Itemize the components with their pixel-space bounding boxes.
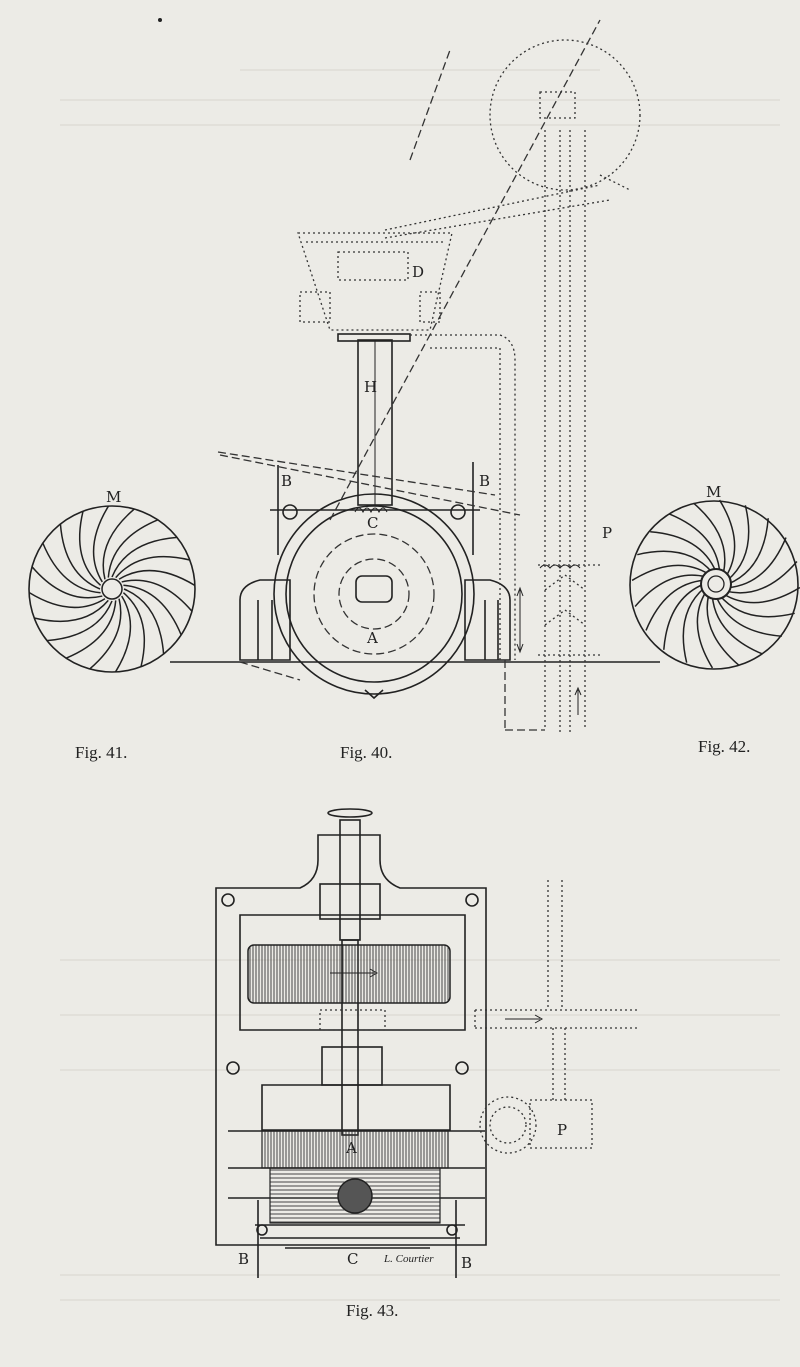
fan-blade	[706, 593, 740, 666]
fan-blade	[34, 599, 109, 623]
fan-blade	[31, 566, 103, 599]
fan-blade	[718, 499, 736, 578]
fan-blade	[727, 518, 769, 585]
fig41-wheel	[28, 505, 196, 673]
fan-blade	[111, 536, 178, 578]
fan-blade	[107, 519, 159, 578]
fan-blade	[650, 531, 717, 573]
fig40-label-h: H	[364, 378, 377, 396]
fan-blade	[711, 595, 763, 655]
fan-blade	[645, 579, 705, 631]
fig41-caption: Fig. 41.	[75, 743, 127, 762]
fig43-label-b-left: B	[238, 1250, 249, 1268]
fig43-label-b-right: B	[461, 1254, 472, 1272]
fig42-wheel	[629, 499, 800, 670]
fan-blade	[102, 508, 135, 580]
fan-blade	[78, 511, 102, 586]
fan-blade	[631, 564, 710, 582]
fig42-caption: Fig. 42.	[698, 737, 750, 756]
fan-blade	[682, 587, 706, 663]
fan-blade	[722, 586, 800, 604]
fan-blade	[692, 502, 726, 575]
fig42-elevator	[489, 39, 641, 735]
fig40-label-b-left: B	[281, 472, 292, 490]
fan-blade	[634, 574, 707, 608]
fig40-label-a: A	[366, 629, 378, 647]
fan-blade	[725, 560, 798, 594]
fan-blade	[46, 600, 113, 642]
fig43-label-a: A	[345, 1139, 357, 1157]
fan-blade	[663, 583, 705, 650]
bleed-through-text	[60, 69, 780, 1301]
fan-blade	[121, 579, 193, 612]
fan-blade	[726, 505, 750, 581]
fig41-label-m: M	[106, 488, 121, 506]
fan-blade	[696, 590, 714, 669]
fig43-drawing	[215, 808, 640, 1278]
fan-blade	[122, 592, 146, 667]
fan-blade	[727, 537, 787, 589]
fan-blade	[118, 569, 196, 587]
fan-blade	[28, 591, 106, 609]
fan-blade	[89, 598, 122, 670]
fig43-caption: Fig. 43.	[346, 1301, 398, 1320]
fig40-label-d: D	[412, 263, 424, 281]
fan-blade	[92, 505, 110, 583]
fig43-label-p: P	[557, 1121, 567, 1139]
fig40-label-c: C	[367, 514, 378, 532]
fan-blade	[114, 595, 132, 673]
fan-blade	[123, 588, 165, 655]
fan-blade	[115, 555, 190, 579]
fan-blade	[715, 595, 782, 637]
fig40-label-p: P	[602, 524, 612, 542]
fan-blade	[42, 542, 101, 594]
fig43-label-c: C	[347, 1250, 358, 1268]
fig40-drawing	[170, 19, 660, 700]
fan-blade	[637, 550, 713, 574]
fig40-caption: Fig. 40.	[340, 743, 392, 762]
fan-blade	[65, 600, 117, 659]
ink-dot	[158, 18, 162, 22]
fan-blade	[669, 513, 721, 573]
fig42-label-m: M	[706, 483, 721, 501]
fan-blade	[59, 523, 101, 590]
fig40-label-b-right: B	[479, 472, 490, 490]
engraver-signature: L. Courtier	[383, 1253, 434, 1265]
fan-blade	[719, 594, 795, 618]
fan-blade	[123, 584, 182, 636]
